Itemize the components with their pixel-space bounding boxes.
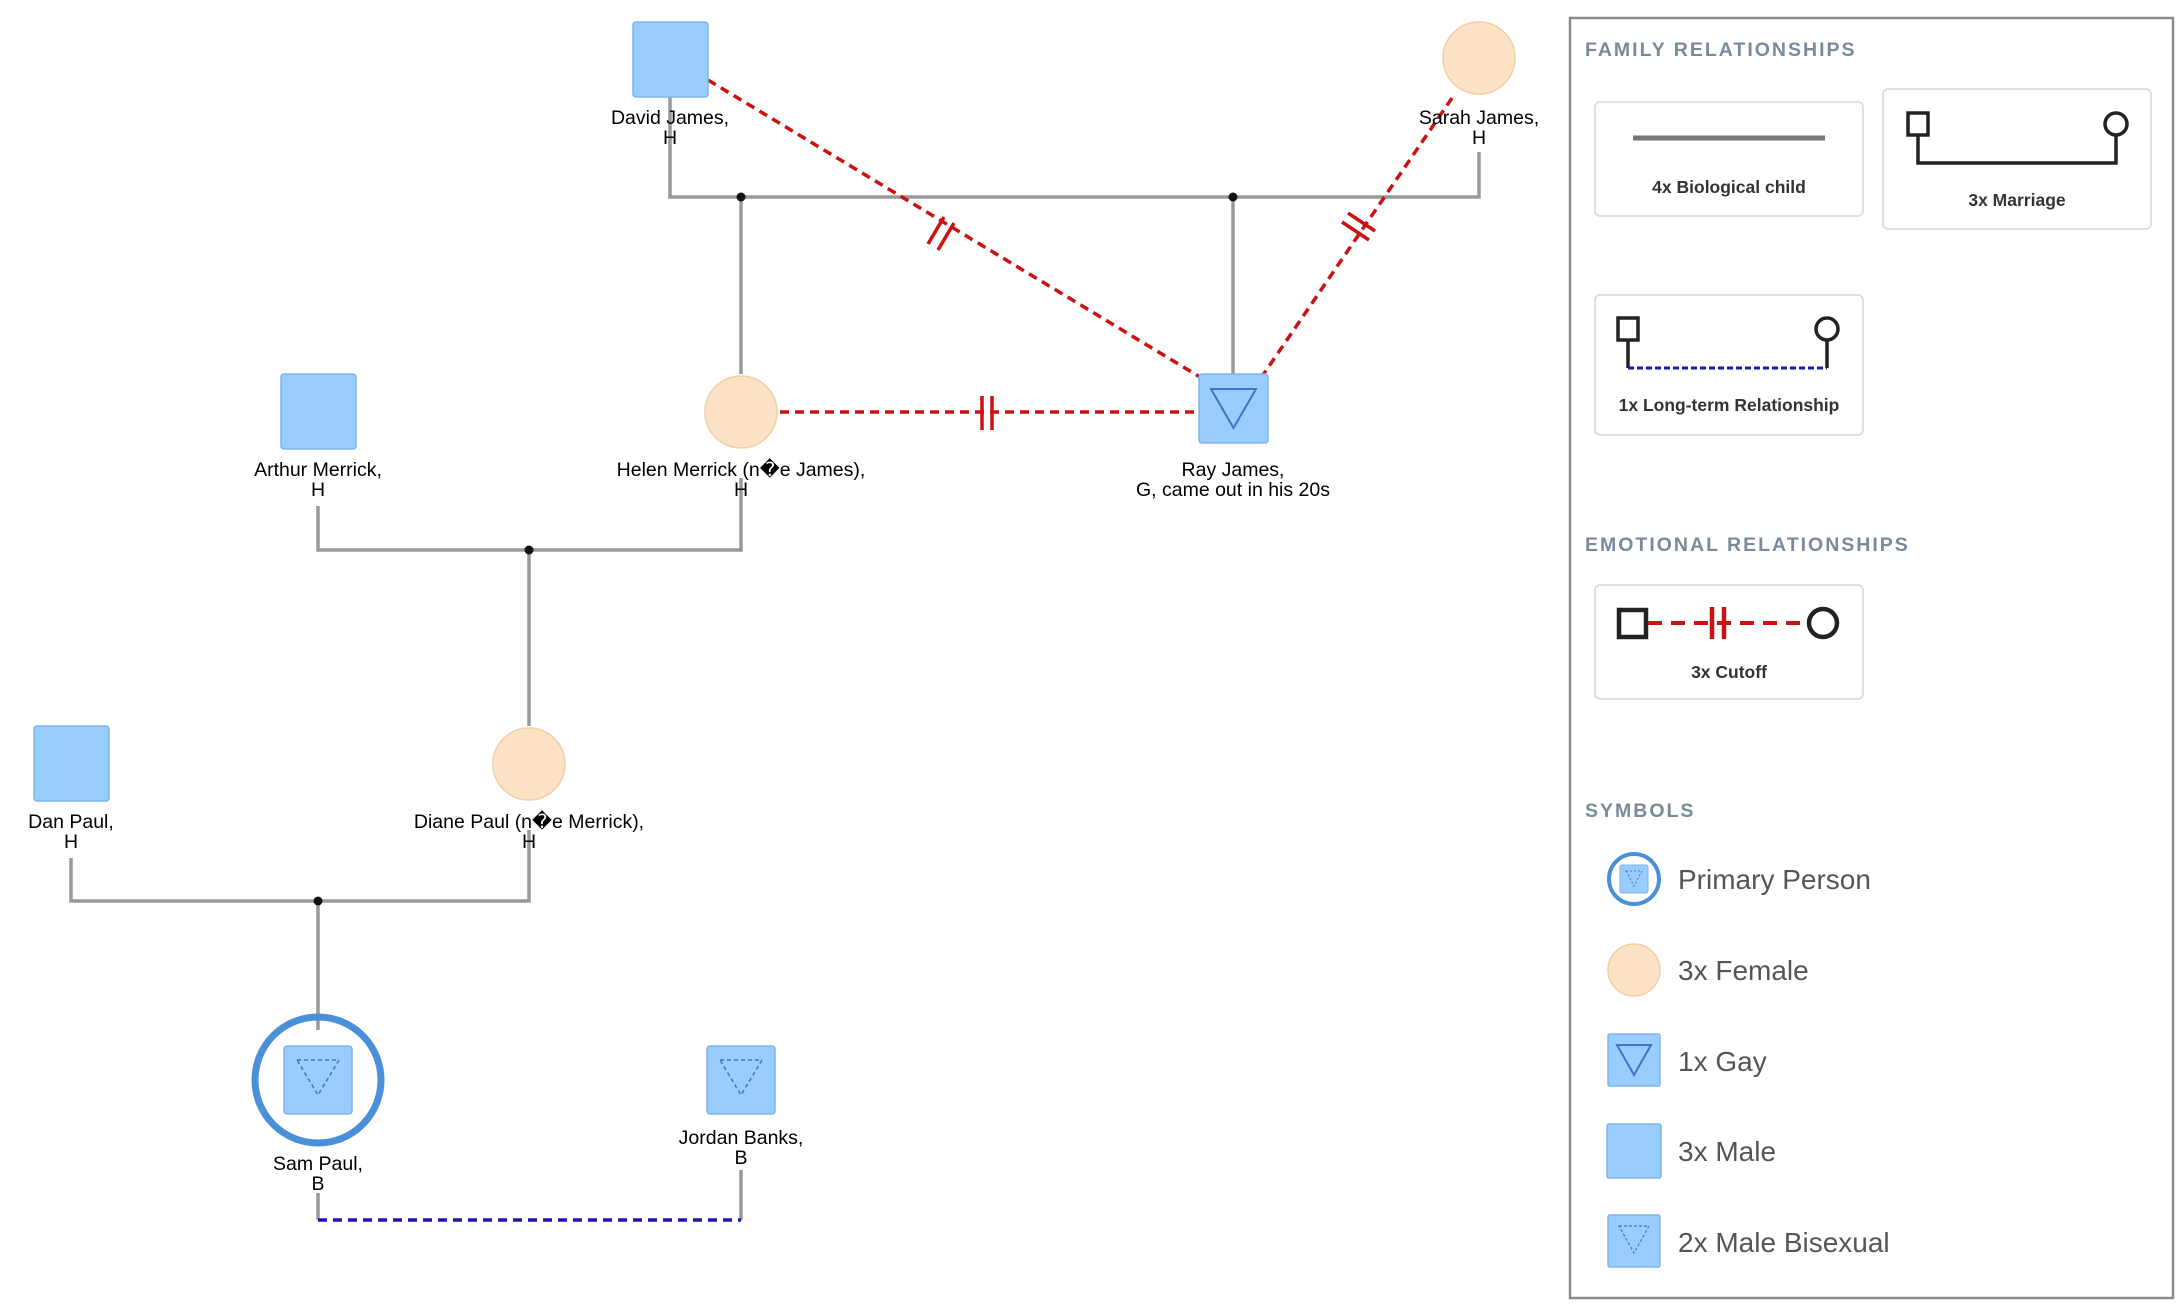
- triangle-down-icon: [1209, 388, 1258, 431]
- person-sam[interactable]: Sam Paul, B: [251, 1013, 385, 1195]
- person-name: Sarah James,: [1419, 107, 1539, 129]
- legend-symbol-male-bisexual: 2x Male Bisexual: [1607, 1214, 1890, 1268]
- male-bisexual-symbol: [283, 1045, 353, 1115]
- person-dan[interactable]: Dan Paul, H: [28, 725, 114, 853]
- cutoff-label: 3x Cutoff: [1691, 662, 1767, 682]
- gay-symbol: [1198, 373, 1269, 444]
- person-code: B: [734, 1147, 747, 1169]
- male-bisexual-label: 2x Male Bisexual: [1678, 1227, 1890, 1258]
- person-code: H: [734, 479, 748, 501]
- cutoff-line-sarah-ray: [1261, 97, 1454, 376]
- legend-symbol-male: 3x Male: [1606, 1123, 1776, 1179]
- primary-person-ring: [251, 1013, 385, 1147]
- gay-label: 1x Gay: [1678, 1046, 1767, 1077]
- person-name: Sam Paul,: [273, 1153, 363, 1175]
- person-code: B: [311, 1173, 324, 1195]
- female-symbol: [704, 375, 778, 449]
- person-name: Arthur Merrick,: [254, 459, 382, 481]
- legend-panel: FAMILY RELATIONSHIPS 4x Biological child…: [1568, 16, 2175, 1300]
- person-jordan[interactable]: Jordan Banks, B: [679, 1045, 804, 1169]
- male-symbol: [280, 373, 357, 450]
- marriage-line-dan-diane: [69, 830, 531, 903]
- family-relationships-heading: FAMILY RELATIONSHIPS: [1585, 39, 1857, 61]
- person-name: Diane Paul (n�e Merrick),: [414, 809, 644, 833]
- person-code: G, came out in his 20s: [1136, 479, 1330, 501]
- person-arthur[interactable]: Arthur Merrick, H: [254, 373, 382, 501]
- junction-dots: [313, 192, 1238, 906]
- legend-card-long-term: 1x Long-term Relationship: [1594, 294, 1864, 436]
- person-code: H: [311, 479, 325, 501]
- primary-person-label: Primary Person: [1678, 864, 1871, 895]
- dashed-triangle-down-icon: [295, 1059, 341, 1097]
- emotional-relationships-heading: EMOTIONAL RELATIONSHIPS: [1585, 534, 1910, 556]
- person-name: Helen Merrick (n�e James),: [617, 457, 866, 481]
- person-diane[interactable]: Diane Paul (n�e Merrick), H: [414, 727, 644, 853]
- male-symbol: [33, 725, 110, 802]
- male-bisexual-symbol: [706, 1045, 776, 1115]
- person-code: H: [663, 127, 677, 149]
- family-lines: [69, 95, 1481, 1220]
- marriage-line-david-sarah: [668, 100, 1481, 199]
- dashed-triangle-down-icon: [718, 1059, 764, 1097]
- cutoff-line-david-ray: [707, 78, 1201, 379]
- female-symbol: [1442, 21, 1516, 95]
- person-sarah[interactable]: Sarah James, H: [1419, 21, 1539, 149]
- cutoff-lines: [707, 78, 1454, 414]
- male-label: 3x Male: [1678, 1136, 1776, 1167]
- person-ray[interactable]: Ray James, G, came out in his 20s: [1136, 373, 1330, 501]
- legend-symbol-gay: 1x Gay: [1607, 1033, 1767, 1087]
- person-name: Dan Paul,: [28, 811, 114, 833]
- male-symbol: [632, 21, 709, 98]
- marriage-line-arthur-helen: [316, 478, 743, 552]
- person-david[interactable]: David James, H: [611, 21, 729, 149]
- cutoff-marks: [926, 211, 1376, 430]
- legend-card-biological-child: 4x Biological child: [1594, 101, 1864, 217]
- legend-symbol-primary-person: Primary Person: [1607, 852, 1871, 906]
- person-name: Ray James,: [1182, 459, 1285, 481]
- marriage-label: 3x Marriage: [1968, 190, 2066, 210]
- person-name: David James,: [611, 107, 729, 129]
- legend-card-marriage: 3x Marriage: [1882, 88, 2152, 230]
- person-code: H: [64, 831, 78, 853]
- biological-child-label: 4x Biological child: [1652, 177, 1806, 197]
- long-term-label: 1x Long-term Relationship: [1619, 395, 1840, 415]
- female-symbol: [492, 727, 566, 801]
- legend-card-cutoff: 3x Cutoff: [1594, 584, 1864, 700]
- person-name: Jordan Banks,: [679, 1127, 804, 1149]
- person-helen[interactable]: Helen Merrick (n�e James), H: [617, 375, 866, 501]
- symbols-heading: SYMBOLS: [1585, 800, 1695, 822]
- female-label: 3x Female: [1678, 955, 1809, 986]
- person-code: H: [522, 831, 536, 853]
- legend-symbol-female: 3x Female: [1607, 943, 1809, 997]
- person-code: H: [1472, 127, 1486, 149]
